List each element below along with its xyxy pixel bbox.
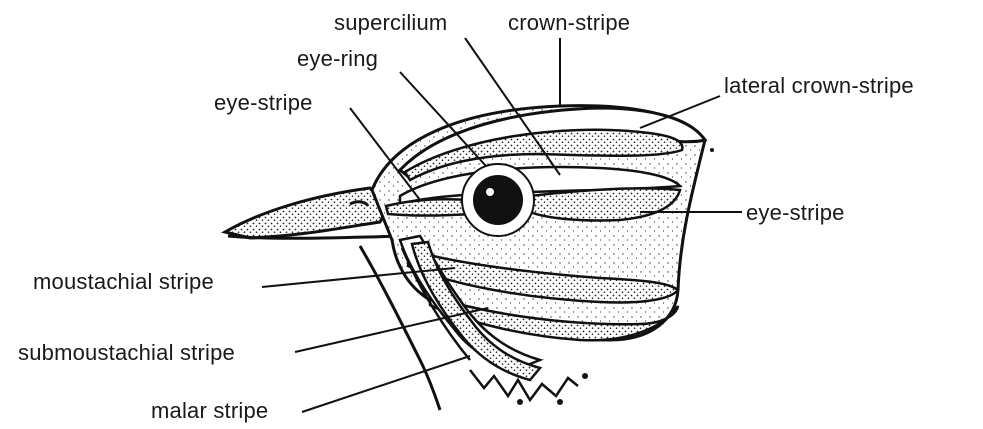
beak-lower-mandible [228, 236, 405, 238]
label-lateral-crown-stripe: lateral crown-stripe [724, 75, 914, 97]
leader-malar [302, 356, 470, 412]
feather-dot [557, 399, 563, 405]
feather-dot [582, 373, 588, 379]
beak [225, 188, 392, 238]
label-crown-stripe: crown-stripe [508, 12, 630, 34]
label-moustachial-stripe: moustachial stripe [33, 271, 214, 293]
feather-dot [517, 399, 523, 405]
eye-highlight [486, 188, 494, 196]
label-supercilium: supercilium [334, 12, 447, 34]
crown-dot [710, 148, 714, 152]
label-eye-stripe-right: eye-stripe [746, 202, 845, 224]
label-submoustachial-stripe: submoustachial stripe [18, 342, 235, 364]
label-eye-ring: eye-ring [297, 48, 378, 70]
label-malar-stripe: malar stripe [151, 400, 268, 422]
label-eye-stripe-upper: eye-stripe [214, 92, 313, 114]
eye [474, 176, 522, 224]
